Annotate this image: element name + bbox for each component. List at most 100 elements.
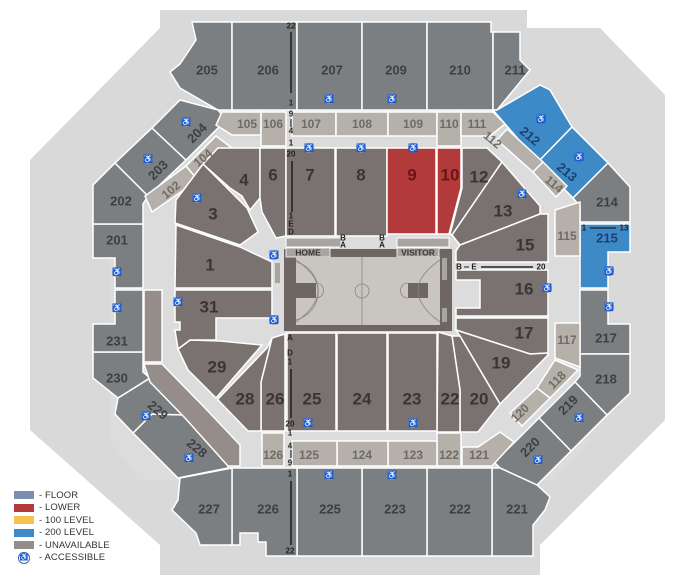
wheelchair-icon: ♿	[536, 114, 546, 124]
level-200-swatch	[14, 528, 34, 537]
row-marker: 1	[289, 99, 294, 108]
svg-text:♿: ♿	[604, 266, 614, 276]
courtside-bar-left	[285, 237, 342, 248]
row-marker: E	[471, 263, 477, 272]
section-31[interactable]	[174, 289, 273, 351]
svg-text:♿: ♿	[517, 189, 527, 199]
section-23[interactable]	[387, 332, 438, 432]
section-25[interactable]	[286, 332, 337, 432]
row-marker: B	[456, 263, 462, 272]
svg-text:♿: ♿	[303, 418, 313, 428]
row-marker: E	[288, 220, 294, 229]
row-marker: 1	[288, 429, 293, 438]
section-231[interactable]	[92, 289, 144, 353]
accessible-icons: ♿ ♿ ♿ ♿ ♿ ♿ ♿ ♿ ♿ ♿ ♿ ♿ ♿ ♿ ♿ ♿ ♿ ♿ ♿ ♿ …	[112, 94, 614, 480]
wheelchair-icon: ♿	[324, 94, 334, 104]
section-105[interactable]	[215, 111, 262, 136]
wheelchair-icon: ♿	[184, 453, 194, 463]
row-marker: A	[340, 241, 346, 250]
wheelchair-icon: ♿	[604, 302, 614, 312]
right-key-circle	[400, 282, 409, 299]
section-1[interactable]	[174, 223, 273, 289]
legend-label: - FLOOR	[39, 489, 79, 501]
row-marker: A	[379, 241, 385, 250]
left-key-circle	[315, 282, 324, 299]
section-225[interactable]	[296, 467, 363, 557]
svg-text:♿: ♿	[574, 152, 584, 162]
section-222[interactable]	[426, 467, 493, 557]
legend-item-unavailable: - UNAVAILABLE	[14, 539, 110, 552]
section-221[interactable]	[491, 467, 551, 557]
section-108[interactable]	[335, 111, 389, 137]
section-110[interactable]	[436, 111, 462, 147]
home-bench[interactable]	[285, 247, 331, 258]
section-121[interactable]	[461, 431, 516, 467]
legend-item-accessible: ♿ - ACCESSIBLE	[14, 551, 110, 565]
svg-text:♿: ♿	[387, 94, 397, 104]
wheelchair-icon: ♿	[14, 551, 34, 564]
section-9[interactable]	[386, 147, 437, 235]
wheelchair-icon: ♿	[408, 418, 418, 428]
section-107[interactable]	[291, 111, 337, 137]
legend: - FLOOR - LOWER - 100 LEVEL - 200 LEVEL …	[14, 489, 110, 564]
section-122[interactable]	[436, 432, 462, 467]
section-223[interactable]	[361, 467, 428, 557]
wheelchair-icon: ♿	[173, 297, 183, 307]
section-123[interactable]	[387, 440, 438, 467]
section-28[interactable]	[217, 337, 273, 432]
section-109[interactable]	[387, 111, 438, 137]
unavailable-swatch	[14, 541, 34, 550]
section-226[interactable]	[231, 467, 298, 557]
section-3[interactable]	[174, 162, 259, 246]
row-marker: 22	[286, 547, 295, 556]
section-126[interactable]	[261, 432, 285, 467]
wheelchair-icon: ♿	[387, 470, 397, 480]
section-206[interactable]	[231, 21, 298, 111]
svg-text:♿: ♿	[542, 283, 552, 293]
svg-text:♿: ♿	[356, 143, 366, 153]
wheelchair-icon: ♿	[141, 411, 151, 421]
section-10[interactable]	[436, 147, 462, 235]
svg-text:♿: ♿	[536, 114, 546, 124]
svg-text:♿: ♿	[408, 143, 418, 153]
wheelchair-icon: ♿	[542, 283, 552, 293]
wheelchair-icon: ♿	[304, 143, 314, 153]
section-227[interactable]	[171, 467, 233, 546]
court-side-rail-left	[275, 263, 280, 283]
center-circle	[354, 283, 370, 299]
section-111[interactable]	[460, 111, 507, 137]
svg-text:♿: ♿	[269, 315, 279, 325]
row-marker: 1	[582, 224, 587, 233]
row-marker: 1	[288, 358, 293, 367]
section-124[interactable]	[336, 440, 389, 467]
svg-text:♿: ♿	[143, 154, 153, 164]
section-7[interactable]	[285, 147, 336, 237]
visitor-bench[interactable]	[396, 247, 440, 258]
row-marker: 1	[289, 212, 294, 221]
svg-text:♿: ♿	[192, 193, 202, 203]
section-115[interactable]	[554, 200, 581, 257]
west-aisle-block	[143, 289, 163, 363]
west-aisle-diag	[142, 363, 241, 467]
section-210[interactable]	[426, 21, 494, 111]
court-side-rail-right-2	[442, 308, 447, 322]
section-120[interactable]	[508, 387, 552, 428]
section-117[interactable]	[554, 322, 581, 369]
section-106[interactable]	[260, 111, 287, 147]
svg-text:♿: ♿	[324, 94, 334, 104]
section-215[interactable]	[579, 223, 631, 289]
legend-item-100-level: - 100 LEVEL	[14, 514, 110, 527]
wheelchair-icon: ♿	[143, 154, 153, 164]
section-24[interactable]	[336, 332, 388, 432]
legend-label: - ACCESSIBLE	[39, 552, 106, 564]
section-15[interactable]	[455, 213, 549, 263]
svg-text:♿: ♿	[533, 455, 543, 465]
row-marker: 13	[620, 224, 629, 233]
section-125[interactable]	[291, 440, 338, 467]
wheelchair-icon: ♿	[192, 193, 202, 203]
court-side-rail-right	[442, 258, 447, 280]
section-114[interactable]	[531, 160, 569, 199]
left-arc	[295, 259, 319, 323]
section-8[interactable]	[335, 147, 388, 237]
left-key	[296, 283, 316, 298]
